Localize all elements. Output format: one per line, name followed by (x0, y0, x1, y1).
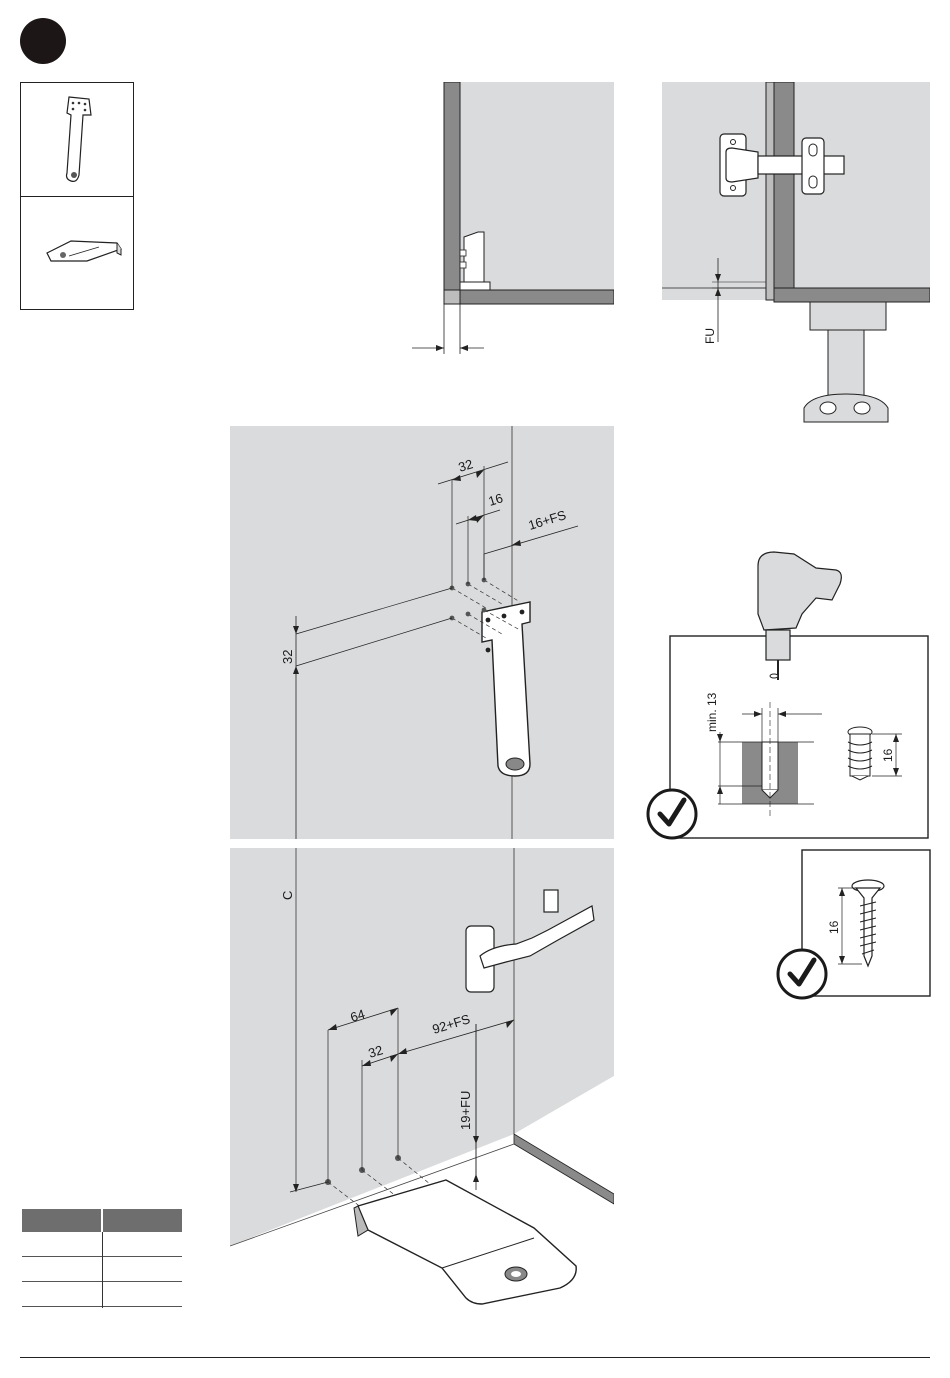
checkmark-icon (648, 790, 696, 838)
adjustable-foot-icon (804, 302, 888, 422)
wood-screw-panel: 16 (776, 848, 932, 1000)
mounting-plate-position-diagram: 32 16 16+FS 32 (230, 426, 614, 839)
dim-screw-16-a: 16 (881, 748, 895, 762)
mounting-plate-icon (67, 97, 92, 181)
dim-32-vertical: 32 (280, 650, 295, 664)
parts-box (20, 82, 134, 310)
dim-19-fu: 19+FU (458, 1091, 473, 1130)
table-column-divider (102, 1232, 103, 1308)
step-number-circle (20, 18, 66, 64)
table-header-cell (103, 1209, 182, 1232)
table-header-cell (22, 1209, 101, 1232)
dim-screw-16-b: 16 (827, 920, 841, 934)
drill-hole-panel: min. 13 16 (646, 548, 930, 840)
angled-plate-icon (47, 241, 121, 261)
angled-plate-position-diagram: C 64 32 92+FS 19+FU (230, 848, 614, 1310)
cabinet-corner-diagram (408, 82, 614, 362)
angled-plate-icon (354, 1180, 576, 1304)
euro-screw-icon (848, 727, 872, 780)
fu-label: FU (703, 328, 717, 344)
door-hinge-foot-diagram: FU (662, 82, 930, 427)
parts-illustrations (21, 83, 133, 309)
dim-c: C (280, 891, 295, 900)
dim-min-13: min. 13 (705, 692, 719, 732)
footer-rule (20, 1357, 930, 1358)
checkmark-icon (778, 950, 826, 998)
